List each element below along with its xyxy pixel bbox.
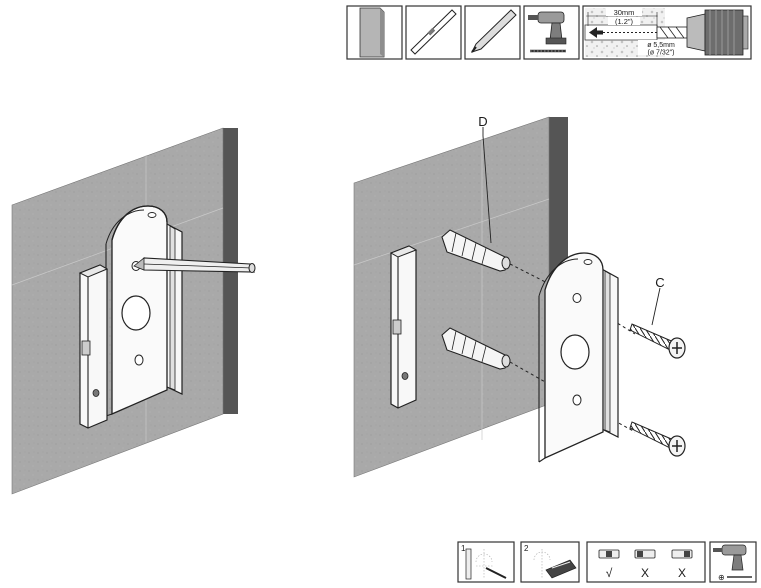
level-vial	[81, 340, 91, 356]
level-icon: √ X X	[586, 541, 706, 583]
drill-depth-imperial: (1.2")	[615, 17, 634, 26]
level-check-ok: √	[606, 566, 613, 580]
wall-plug-icon: 2	[520, 541, 580, 583]
tools-strip: 30mm (1.2") ø 5,5mm (ø 7/32")	[346, 5, 752, 60]
wall-panel-right	[353, 116, 568, 478]
wall-plug-upper	[441, 229, 511, 272]
callout-label-anchors: D	[478, 114, 487, 129]
drill-depth-metric: 30mm	[614, 8, 635, 17]
callout-c: C	[651, 275, 665, 326]
screw-lower	[629, 421, 686, 457]
callout-d: D	[478, 114, 492, 244]
screw-upper	[629, 323, 686, 359]
drill-diameter-imperial: (ø 7/32")	[648, 50, 675, 57]
callout-label-screws: C	[655, 275, 664, 290]
wall-icon	[346, 5, 403, 60]
spirit-level-left	[78, 264, 109, 429]
cordless-drill-icon	[523, 5, 580, 60]
drill-mode-symbol: ⊕	[718, 573, 725, 582]
steps-strip: 1 2 √ X	[457, 541, 757, 583]
pencil-left	[133, 257, 256, 273]
mounting-bracket-right	[538, 252, 619, 463]
mounting-bracket-left	[105, 205, 183, 417]
drill-diameter-metric: ø 5,5mm	[647, 42, 675, 49]
spirit-level-icon	[405, 5, 462, 60]
screwdriver-drill-icon: ⊕	[709, 541, 757, 583]
mark-wall-icon: 1	[457, 541, 515, 583]
step-number-2: 2	[524, 544, 529, 553]
step-number-1: 1	[461, 544, 466, 553]
level-ok: √	[598, 549, 620, 580]
pencil-icon	[464, 5, 521, 60]
arrow-left-icon	[589, 27, 597, 38]
marking-scene	[11, 127, 256, 495]
spirit-level-right	[389, 245, 418, 409]
level-bad-right: X	[671, 549, 693, 580]
level-check-bad-left: X	[641, 566, 649, 580]
wall-plug-lower	[441, 327, 511, 370]
installation-scene: D C	[353, 114, 686, 478]
drill-depth-icon: 30mm (1.2") ø 5,5mm (ø 7/32")	[582, 5, 752, 60]
level-check-bad-right: X	[678, 566, 686, 580]
level-bad-left: X	[634, 549, 656, 580]
